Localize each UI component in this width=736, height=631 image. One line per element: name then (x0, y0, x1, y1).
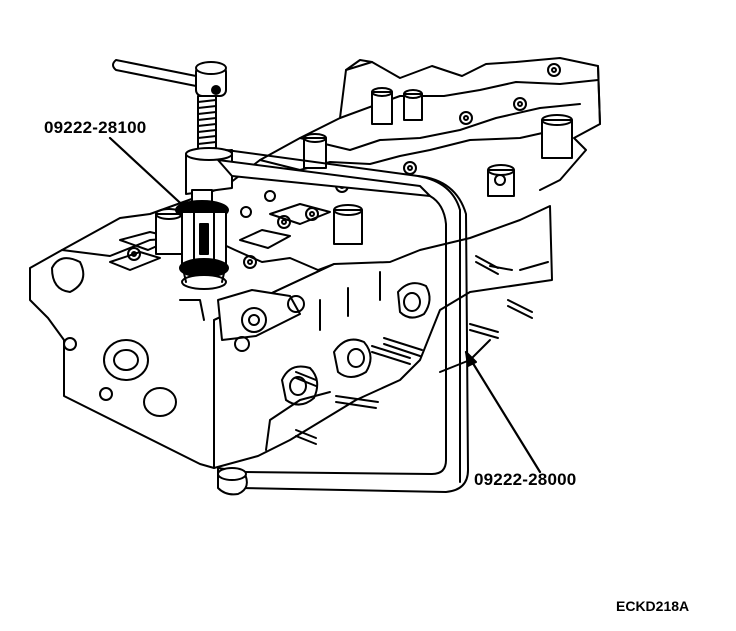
callout-compressor-part-number: 09222-28100 (44, 118, 147, 137)
leader-line-compressor (110, 138, 190, 212)
compressor-tool (113, 60, 232, 289)
figure-id: ECKD218A (616, 598, 690, 614)
callout-frame-part-number: 09222-28000 (474, 470, 577, 489)
leader-line-frame (466, 352, 540, 472)
side-face-ports (214, 206, 552, 468)
leader-arrow-frame (466, 352, 476, 366)
u-frame-bracket (218, 150, 468, 494)
